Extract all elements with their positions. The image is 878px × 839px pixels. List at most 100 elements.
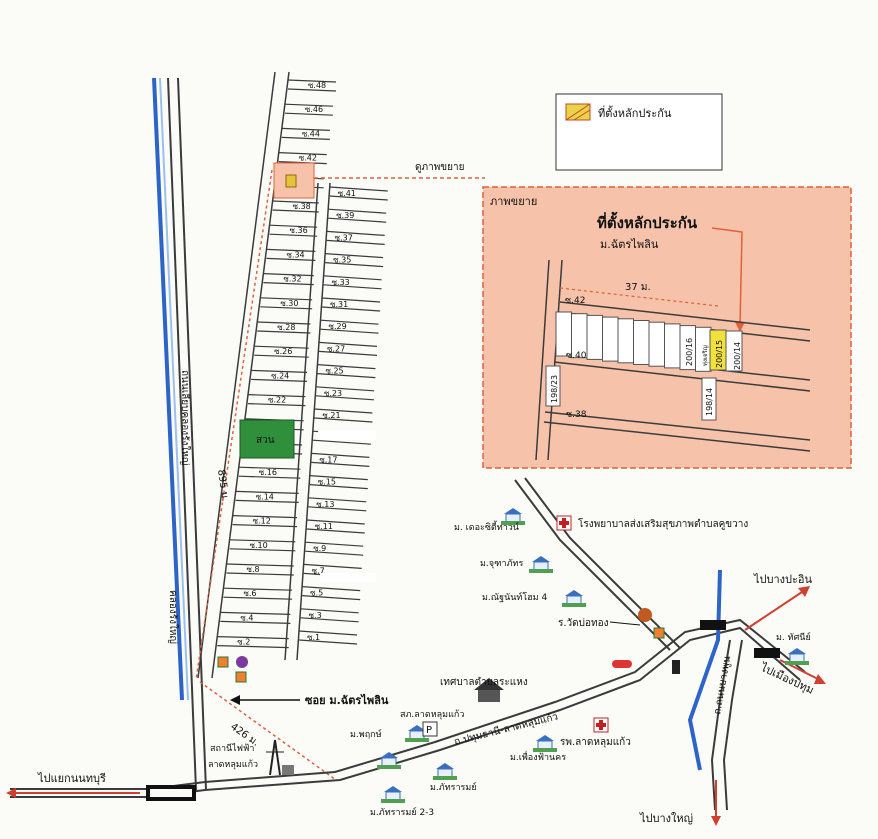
soi-label-right: ซ.31 [330,300,348,309]
soi-line [235,499,299,503]
soi-label-right: ซ.37 [335,233,353,242]
village-pattarawadee: ม.ภัทรารมย์ [430,781,477,793]
soi-line [323,275,382,281]
vertical-road-right [177,77,207,791]
bridge-right [700,620,726,630]
soi-line [314,417,373,423]
village-house-icon [533,735,557,752]
canal-line [152,77,184,701]
soi-label-left: ซ.38 [293,202,311,211]
soi-line [328,208,387,214]
inset-distance-line [559,287,719,307]
soi-line [284,103,333,107]
soi-line [217,636,289,640]
soi-label-left: ซ.24 [271,371,289,380]
soi-line [320,319,379,325]
village-house-icon [377,752,401,769]
soi-left-group: ซ.48ซ.46ซ.44ซ.42ซ.40ซ.38ซ.36ซ.34ซ.32ซ.30… [217,79,337,649]
soi-line [299,630,358,636]
inset-plot-box [701,377,717,421]
inset-title: ที่ตั้งหลักประกัน [597,211,698,232]
soi-line [306,528,365,534]
soi-label-right: ซ.3 [309,611,322,620]
hospital-top-icon [556,515,572,531]
soi-label-left: ซ.48 [308,81,326,90]
arrow-head-icon [230,695,240,705]
inset-plot-box [545,365,561,407]
inset-vertical-road [535,259,550,461]
soi-line [260,306,313,310]
soi-line [226,563,294,567]
soi-label-right: ซ.41 [338,189,356,198]
soi-line [305,550,364,556]
inset-subtitle: ม.ฉัตรไพลิน [600,238,659,251]
soi-label-left: ซ.4 [240,613,253,622]
soi-label-right: ซ.9 [313,544,326,553]
soi-label-right: ซ.11 [315,522,333,531]
soi-line [269,224,318,228]
main-road-2 [10,618,806,790]
road-wat-2 [524,477,681,649]
village-chaiyaphruek: ม.เพื่องฟ้านคร [510,750,566,763]
soi-line [284,112,333,116]
soi-label-left: ซ.12 [253,517,271,526]
to-pathum-label: ไปเมืองปทุม [758,661,816,697]
soi-label-left: ซ.6 [243,589,256,598]
soi-line [325,253,384,259]
park-area [239,419,295,459]
to-nonthaburi-label: ไปแยกนนทบุรี [37,772,106,785]
road-bangphun-2 [722,639,743,811]
soi-line [317,373,376,379]
store-icon [235,671,247,683]
soi-line [251,378,308,382]
village-house-icon [381,786,405,803]
soi-line [300,617,359,623]
soi-label-left: ซ.10 [250,541,268,550]
soi-chatpailin-label: ซอย ม.ฉัตรไพลิน [305,693,389,707]
soi-line [308,506,367,512]
inset-soi38 [544,411,811,441]
soi-line [281,127,330,131]
soi-line [315,386,374,392]
police-label: สภ.ลาดหลุมแก้ว [400,709,464,720]
soi-line [238,475,301,479]
soi-line [314,408,373,414]
road-bangphun [710,639,731,811]
village-pattara23: ม.ภัทรารมย์ 2-3 [370,806,434,818]
soi-label-right: ซ.15 [318,478,336,487]
soi-line [308,497,367,503]
soi-line [229,548,296,552]
village-phatthara: ม.จุฑาภัทร [480,559,523,569]
canal-right [687,569,722,771]
soi-line [260,297,313,301]
arrow-left-icon [6,788,16,798]
inset-vertical-road-2 [547,259,563,461]
village-citytown: ม. เดอะซิตี้ทาวน์ [454,520,519,533]
bridge-right-2 [754,648,780,658]
soi-line [269,233,318,237]
soi-line [287,88,337,92]
soi-line [322,297,381,303]
to-bangyai-label: ไปบางใหญ่ [639,812,693,825]
inset-plot [648,321,665,367]
gas-station-icon [236,656,248,668]
road-vertical-label: ถนนเลียบคลองรังใหญ่ [179,370,191,465]
inset-plot [602,316,619,362]
estate-spine-inner2 [296,182,331,661]
soi-line [226,572,294,576]
soi-line [329,195,388,201]
soi-label-left: ซ.46 [305,105,323,114]
inset-plot [555,311,572,357]
inset-plot-e: 198/14 [705,388,714,416]
soi-line [309,484,368,490]
inset-plot-a: 200/16 [685,338,694,366]
inset-plot-d: 198/23 [550,375,559,403]
soi-label-right: ซ.29 [329,322,347,331]
soi-line [223,596,293,600]
store-icon [653,627,665,639]
mask-patch [318,430,376,440]
soi-line [320,328,379,334]
soi-label-left: ซ.28 [277,323,295,332]
soi-label-right: ซ.13 [316,500,334,509]
soi-line [326,239,385,245]
